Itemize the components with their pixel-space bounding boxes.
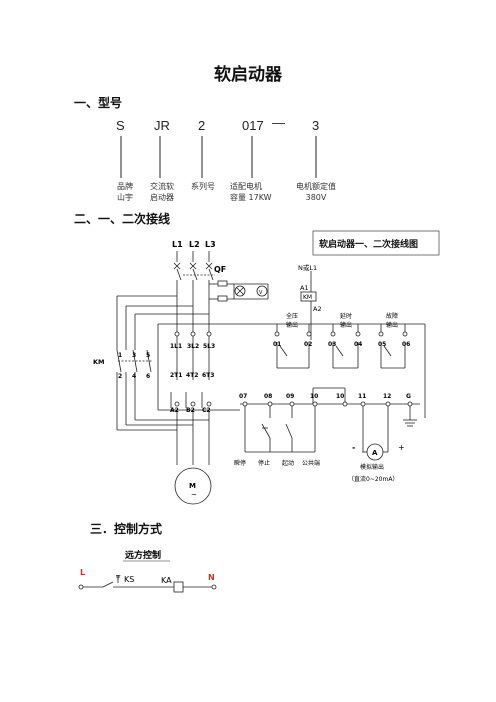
- svg-text:6T3: 6T3: [202, 372, 214, 379]
- legend-series: 系列号: [191, 182, 215, 191]
- coil-a1: A1: [300, 284, 309, 292]
- svg-text:输出: 输出: [386, 321, 398, 329]
- svg-text:6: 6: [146, 373, 150, 380]
- model-part-capacity: 017: [242, 118, 264, 133]
- svg-text:4: 4: [132, 373, 136, 380]
- coil-a2: A2: [313, 305, 322, 313]
- svg-text:A2: A2: [170, 407, 179, 414]
- wiring-caption: 软启动器一、二次接线图: [319, 238, 418, 250]
- svg-text:全压: 全压: [286, 312, 298, 320]
- svg-text:C2: C2: [202, 407, 211, 414]
- svg-text:瞬停: 瞬停: [234, 459, 246, 467]
- section-model-heading: 一、型号: [74, 96, 123, 110]
- coil-km: KM: [303, 294, 312, 301]
- svg-text:4T2: 4T2: [186, 372, 198, 379]
- control-l: L: [80, 568, 85, 577]
- svg-text:5: 5: [146, 352, 150, 359]
- page-title: 软启动器: [214, 65, 282, 85]
- svg-text:01: 01: [273, 341, 281, 348]
- svg-text:04: 04: [354, 341, 362, 348]
- svg-text:1: 1: [118, 352, 122, 359]
- legend-capacity: 适配电机 容量 17KW: [230, 182, 272, 202]
- model-part-brand: S: [116, 118, 125, 133]
- model-part-voltage: 3: [312, 118, 320, 133]
- svg-text:12: 12: [383, 393, 391, 400]
- svg-text:03: 03: [328, 341, 336, 348]
- svg-text:故障: 故障: [386, 312, 398, 320]
- svg-text:10: 10: [336, 393, 344, 400]
- phase-l2: L2: [189, 240, 200, 249]
- svg-text:11: 11: [358, 393, 366, 400]
- svg-text:（直流0~20mA）: （直流0~20mA）: [348, 475, 398, 483]
- svg-text:输出: 输出: [340, 321, 352, 329]
- svg-text:2: 2: [118, 373, 122, 380]
- svg-text:09: 09: [286, 393, 294, 400]
- wiring-caption-box: [312, 230, 440, 256]
- svg-text:B2: B2: [186, 407, 195, 414]
- svg-text:07: 07: [239, 393, 247, 400]
- svg-text:公共端: 公共端: [302, 459, 320, 467]
- svg-text:-: -: [352, 443, 355, 452]
- svg-text:1L1: 1L1: [170, 343, 182, 350]
- svg-text:模拟输出: 模拟输出: [360, 463, 384, 471]
- phase-l1: L1: [172, 240, 183, 249]
- phase-l3: L3: [205, 240, 216, 249]
- model-part-series: 2: [198, 118, 206, 133]
- meter-label: A: [372, 449, 378, 457]
- svg-text:起动: 起动: [282, 459, 294, 467]
- svg-text:5L3: 5L3: [203, 343, 215, 350]
- svg-text:停止: 停止: [258, 459, 270, 467]
- svg-text:05: 05: [378, 341, 386, 348]
- control-caption: 远方控制: [125, 549, 161, 561]
- svg-text:10: 10: [310, 393, 318, 400]
- control-ks: KS: [124, 575, 134, 584]
- km-label: KM: [93, 358, 105, 366]
- svg-text:08: 08: [264, 393, 272, 400]
- svg-text:输出: 输出: [286, 321, 298, 329]
- svg-text:2T1: 2T1: [170, 372, 182, 379]
- lamp-label: V: [259, 290, 263, 296]
- svg-text:+: +: [398, 443, 405, 452]
- svg-text:3L2: 3L2: [187, 343, 199, 350]
- svg-text:~: ~: [191, 491, 197, 499]
- legend-voltage: 电机额定值 380V: [296, 182, 336, 202]
- svg-text:延时: 延时: [340, 312, 352, 320]
- neutral-label: N或L1: [298, 263, 317, 272]
- breaker-label: QF: [214, 265, 226, 274]
- section-wiring-heading: 二、一、二次接线: [74, 212, 171, 226]
- svg-text:G: G: [406, 393, 411, 400]
- motor-label: M: [189, 482, 196, 490]
- svg-text:3: 3: [132, 352, 136, 359]
- model-part-type: JR: [154, 118, 170, 133]
- legend-brand: 品牌 山宇: [117, 182, 133, 202]
- legend-type: 交流软 启动器: [150, 182, 174, 202]
- control-ka: KA: [161, 576, 172, 585]
- svg-text:02: 02: [304, 341, 312, 348]
- section-control-heading: 三．控制方式: [90, 522, 163, 536]
- model-part-dash: —: [272, 115, 285, 130]
- svg-text:06: 06: [402, 341, 410, 348]
- control-n: N: [208, 573, 215, 582]
